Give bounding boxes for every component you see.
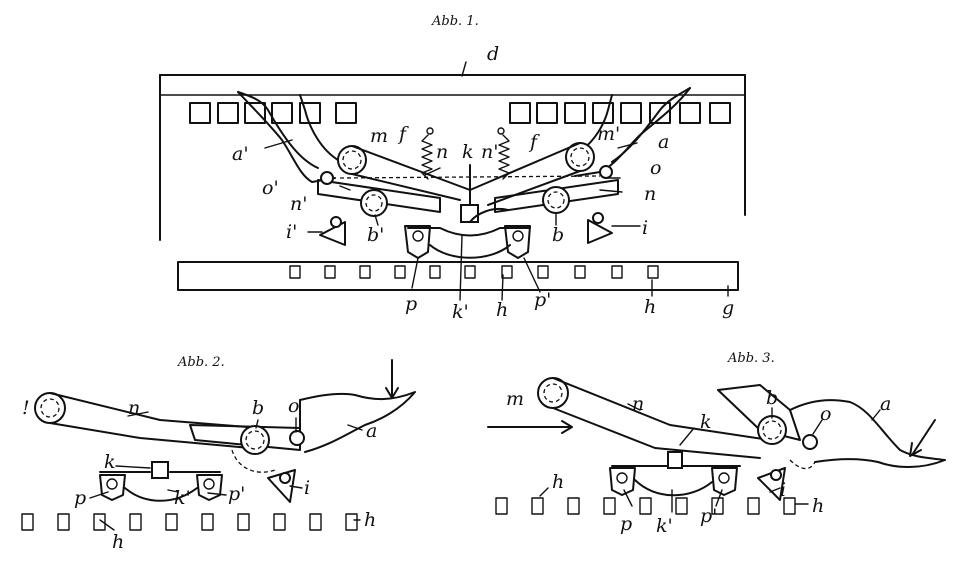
label-o: o	[650, 157, 661, 179]
fig3-arrow-left	[487, 420, 573, 434]
label-n-prime: n'	[481, 141, 498, 163]
pawl-i	[587, 219, 613, 244]
fig2-rack-teeth	[21, 513, 358, 531]
fig2-label-k-prime: k'	[174, 487, 191, 509]
fig3-hook-a	[789, 399, 946, 468]
label-m-prime: m'	[597, 123, 620, 145]
label-n-left: n	[436, 141, 448, 163]
fig2-link-n	[49, 392, 261, 449]
left-hook-a-prime	[237, 91, 339, 183]
upper-rail	[159, 74, 746, 241]
fig2-arrow	[385, 359, 399, 399]
yoke-k-prime	[407, 227, 531, 237]
label-f-right: f	[528, 131, 540, 153]
fig3-lever	[717, 384, 801, 441]
label-n-lower-prime: n'	[290, 193, 307, 215]
fig3-label-p: p	[620, 513, 632, 535]
fig3-stem-k	[667, 451, 683, 469]
label-f-left: f	[397, 123, 409, 145]
figure-2: Abb. 2.	[21, 355, 416, 553]
fig2-pawl-p-prime	[196, 474, 223, 501]
slider-left	[317, 179, 441, 213]
fig3-pawl-p-prime	[711, 467, 738, 496]
pawl-i-prime	[319, 221, 346, 246]
fig3-rack-teeth	[495, 497, 796, 515]
label-o-prime: o'	[262, 177, 279, 199]
label-g: g	[722, 297, 734, 319]
label-b-prime: b'	[367, 224, 384, 246]
fig3-label-n: n	[632, 393, 644, 415]
fig2-label-b: b	[252, 397, 264, 419]
fig2-label-o: o	[288, 395, 299, 417]
fig2-label-p: p	[74, 487, 86, 509]
lower-rack-g	[177, 261, 739, 291]
pawl-p	[404, 225, 431, 259]
fig2-label-mark: !	[22, 397, 30, 419]
label-a: a	[658, 131, 669, 153]
fig3-label-o: o	[820, 403, 831, 425]
fig3-label-p-prime: p'	[700, 505, 717, 527]
fig2-label-p-prime: p'	[228, 483, 245, 505]
fig2-label-i: i	[304, 477, 310, 499]
fig3-label-b: b	[766, 387, 778, 409]
spring-f-left	[421, 134, 433, 180]
fig3-pivot-b	[757, 415, 787, 445]
pawl-p-prime	[504, 225, 531, 259]
fig2-label-a: a	[366, 420, 377, 442]
fig1-caption: Abb. 1.	[431, 14, 479, 29]
figure-1: Abb. 1.	[159, 14, 746, 323]
label-b: b	[552, 224, 564, 246]
fig3-arrow-right	[909, 419, 936, 457]
spring-f-right	[498, 134, 510, 180]
fig3-pawl-p	[609, 467, 636, 496]
fig2-pivot-b	[240, 425, 270, 455]
figure-3: Abb. 3. m	[487, 351, 946, 537]
label-p: p	[405, 293, 417, 315]
label-m: m	[370, 125, 388, 147]
fig3-caption: Abb. 3.	[727, 351, 775, 366]
label-i: i	[642, 217, 648, 239]
fig3-label-h-top: h	[552, 471, 564, 493]
fig2-pawl-p	[99, 474, 126, 501]
fig2-stem-k	[151, 461, 169, 479]
fig2-label-k: k	[104, 451, 116, 473]
label-h-mid: h	[496, 299, 508, 321]
label-k-prime: k'	[452, 301, 469, 323]
fig3-label-k: k	[700, 411, 712, 433]
fig2-roller	[34, 392, 66, 424]
pivot-b	[542, 186, 570, 214]
fig2-label-h-right: h	[364, 509, 376, 531]
slider-right	[494, 179, 619, 213]
label-n-lower: n	[644, 183, 656, 205]
pivot-b-prime	[360, 189, 388, 217]
label-k: k	[462, 141, 474, 163]
label-a-prime: a'	[232, 143, 249, 165]
label-p-prime: p'	[534, 289, 551, 311]
label-i-prime: i'	[286, 221, 297, 243]
fig3-label-k-prime: k'	[656, 515, 673, 537]
fig3-label-h-right: h	[812, 495, 824, 517]
fig3-label-m: m	[506, 388, 524, 410]
fig2-hook-a	[299, 391, 416, 453]
fig3-label-i: i	[780, 479, 786, 501]
label-h-right: h	[644, 296, 656, 318]
fig2-label-h-bottom: h	[112, 531, 124, 553]
fig2-caption: Abb. 2.	[177, 355, 225, 370]
fig3-label-a: a	[880, 393, 891, 415]
label-d: d	[487, 43, 499, 65]
fig2-label-n: n	[128, 397, 140, 419]
fig3-link-n	[552, 377, 771, 459]
